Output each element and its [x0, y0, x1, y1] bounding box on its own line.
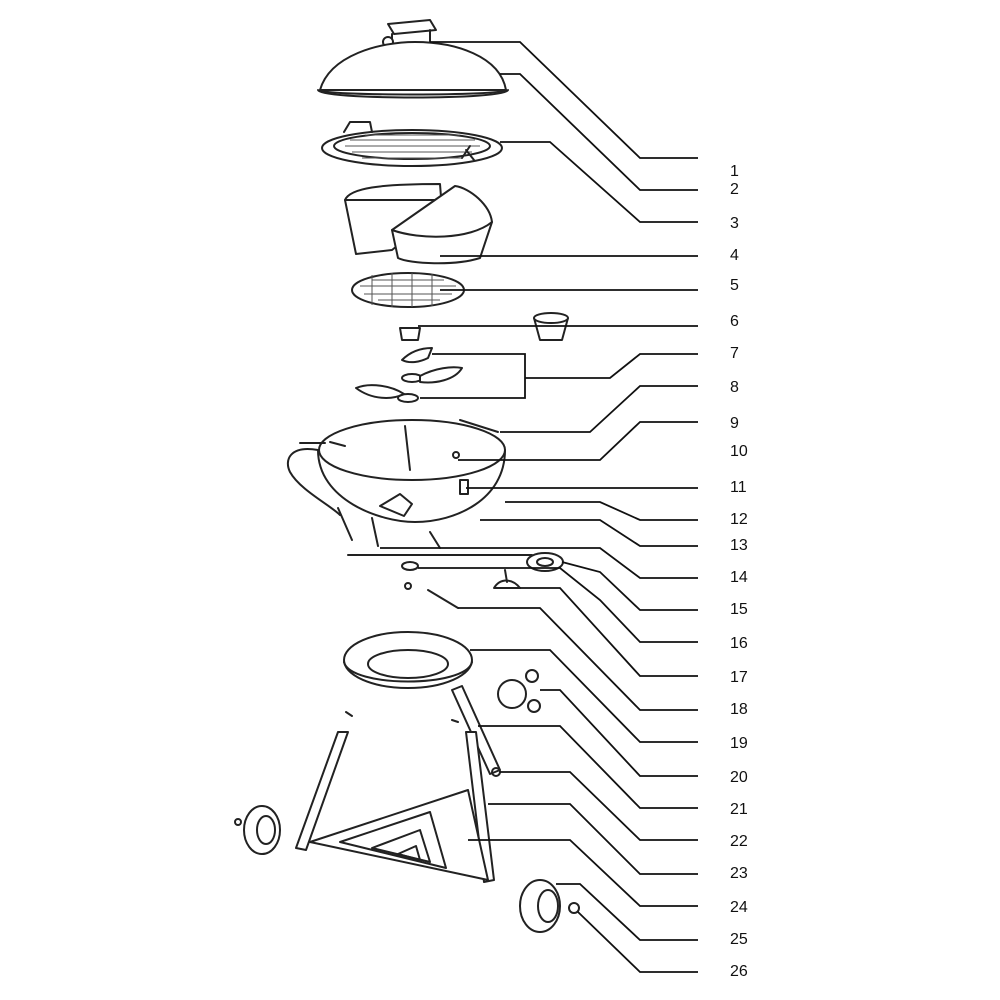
- callout-11: 11: [730, 479, 747, 496]
- callout-26: 26: [730, 963, 748, 980]
- callout-24: 24: [730, 899, 748, 916]
- callout-7: 7: [730, 345, 739, 362]
- charcoal-baskets: [344, 183, 493, 265]
- callout-19: 19: [730, 735, 748, 752]
- damper-blades: [355, 347, 463, 403]
- callout-23: 23: [730, 865, 748, 882]
- callout-4: 4: [730, 247, 739, 264]
- callout-2: 2: [730, 181, 739, 198]
- callout-15: 15: [730, 601, 748, 618]
- callout-12: 12: [730, 511, 748, 528]
- callout-17: 17: [730, 669, 748, 686]
- callout-20: 20: [730, 769, 748, 786]
- callout-22: 22: [730, 833, 748, 850]
- callout-14: 14: [730, 569, 748, 586]
- callout-8: 8: [730, 379, 739, 396]
- ash-sweep-parts: [347, 552, 564, 609]
- bowl-leg-sockets: [337, 507, 441, 549]
- callout-9: 9: [730, 415, 739, 432]
- callout-3: 3: [730, 215, 739, 232]
- callout-25: 25: [730, 931, 748, 948]
- wire-clip: [497, 669, 541, 713]
- axle-frame: [309, 789, 489, 881]
- callout-1: 1: [730, 163, 739, 180]
- vent-caps: [399, 312, 569, 341]
- callout-16: 16: [730, 635, 748, 652]
- callout-21: 21: [730, 801, 748, 818]
- hubcap: [568, 902, 580, 914]
- callout-5: 5: [730, 277, 739, 294]
- ash-pan: [343, 631, 473, 689]
- callout-18: 18: [730, 701, 748, 718]
- grill-bowl: [286, 419, 506, 523]
- callout-10: 10: [730, 443, 748, 460]
- charcoal-grate: [351, 272, 465, 308]
- callout-13: 13: [730, 537, 748, 554]
- callout-numbers: 1 2 3 4 5 6 7 8 9 10 11 12 13 14 15 16 1…: [730, 163, 748, 980]
- wheels: [234, 805, 561, 933]
- cooking-grate: [321, 121, 503, 167]
- legs: [295, 685, 501, 883]
- callout-6: 6: [730, 313, 739, 330]
- leader-lines: [380, 41, 698, 973]
- lid-dome: [317, 41, 509, 99]
